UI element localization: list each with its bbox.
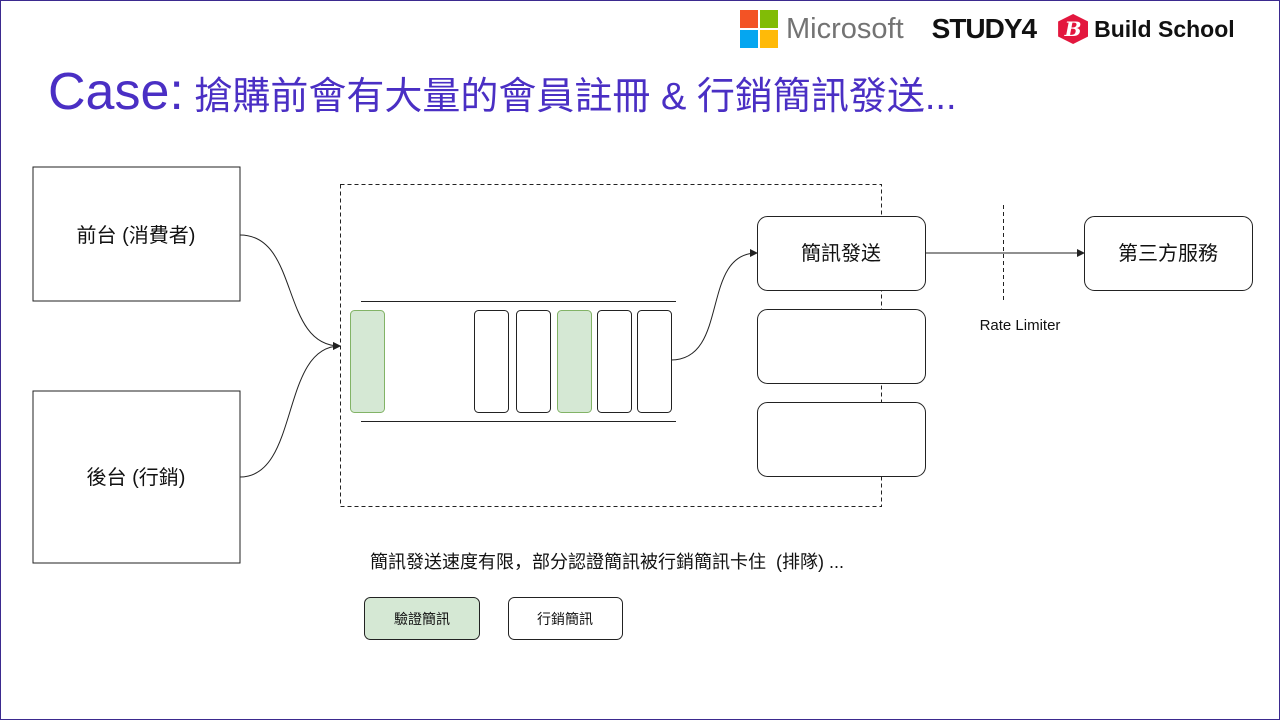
queue-item-verify [350, 310, 385, 413]
sms-sender-worker-3 [757, 402, 926, 477]
queue-to-sender-arrow [670, 249, 758, 361]
frontend-label: 前台 (消費者) [77, 224, 196, 247]
backend-box [32, 390, 241, 564]
sms-sender-label: 簡訊發送 [801, 242, 881, 265]
queue-item-marketing [637, 310, 672, 413]
backend-to-queue-arrow [239, 342, 341, 478]
rate-limiter-label: Rate Limiter [980, 317, 1061, 334]
study4-logo: STUDY4 [931, 13, 1037, 44]
backend-label: 後台 (行銷) [87, 466, 186, 489]
sms-sender-worker-2 [757, 309, 926, 384]
page-title: Case: 搶購前會有大量的會員註冊 & 行銷簡訊發送... [48, 62, 957, 122]
third-party-label: 第三方服務 [1118, 242, 1218, 265]
frontend-to-queue-arrow [239, 234, 341, 350]
queue-item-marketing [597, 310, 632, 413]
logo-bar: Microsoft STUDY4 B Build School [740, 8, 1235, 50]
legend-verify-label: 驗證簡訊 [394, 611, 450, 627]
third-party-box [1084, 216, 1253, 291]
queue-item-verify [557, 310, 592, 413]
caption: 簡訊發送速度有限，部分認證簡訊被行銷簡訊卡住 (排隊) ... [370, 552, 844, 572]
legend-verify-box [364, 597, 480, 640]
legend-marketing-box [508, 597, 623, 640]
queue-item-marketing [474, 310, 509, 413]
queue-item-marketing [516, 310, 551, 413]
buildschool-logo-icon: B [1058, 14, 1089, 44]
buildschool-logo: Build School [1094, 15, 1235, 42]
title-text: 搶購前會有大量的會員註冊 & 行銷簡訊發送... [183, 76, 957, 118]
frontend-box [32, 166, 241, 302]
legend-marketing-label: 行銷簡訊 [537, 611, 593, 627]
microsoft-logo: Microsoft [786, 12, 904, 45]
title-prefix: Case: [48, 63, 184, 121]
microsoft-logo-icon [740, 10, 778, 48]
